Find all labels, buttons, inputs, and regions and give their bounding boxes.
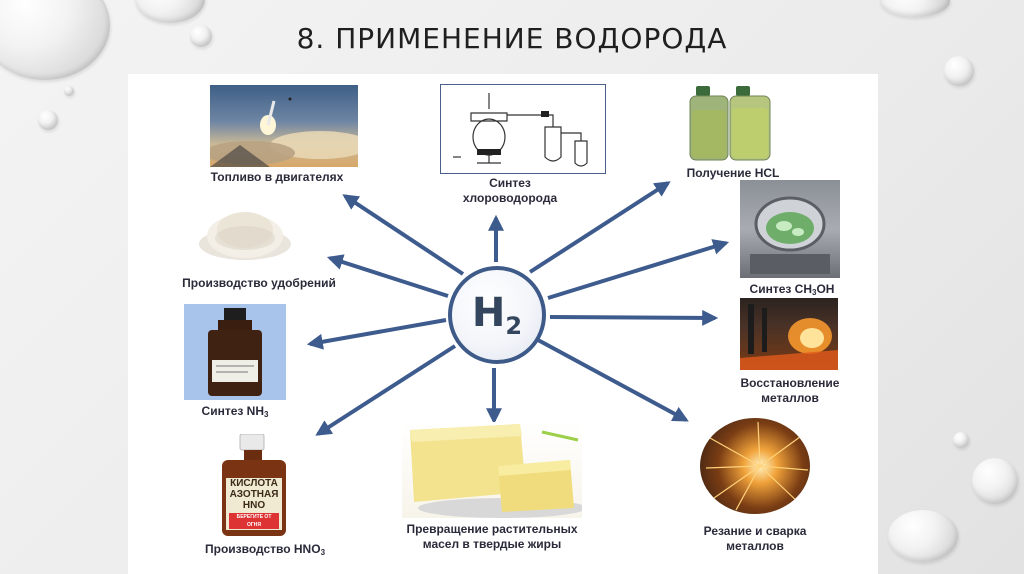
- water-drop: [64, 86, 74, 96]
- arrow-to-fuel: [342, 194, 465, 276]
- water-drop: [190, 25, 212, 47]
- arrow-to-ammonia: [306, 318, 447, 350]
- furnace-graphic: [740, 304, 838, 370]
- label-ammonia: Синтез NH3: [201, 404, 269, 419]
- methanol-reactor-image: [740, 180, 840, 278]
- page-title: 8. ПРИМЕНЕНИЕ ВОДОРОДА: [296, 22, 728, 55]
- hydrogen-hub: H2: [448, 266, 546, 364]
- butter-graphic: [410, 424, 582, 518]
- nitric-acid-bottle-image: КИСЛОТА АЗОТНАЯ HNO БЕРЕГИТЕ ОТ ОГНЯ: [218, 434, 292, 538]
- canisters-graphic: [689, 86, 771, 161]
- arrow-to-metal-reduction: [549, 309, 719, 326]
- arrow-to-hcl-production: [528, 181, 671, 274]
- arrow-to-nitric-acid: [315, 344, 457, 436]
- rocket-launch-graphic: [210, 97, 358, 167]
- water-drop: [972, 458, 1018, 504]
- water-drop: [888, 510, 958, 562]
- butter-image: [402, 422, 582, 518]
- nitric-bottle-label: КИСЛОТА АЗОТНАЯ HNO БЕРЕГИТЕ ОТ ОГНЯ: [226, 478, 282, 530]
- hydrogen-formula: H2: [471, 290, 523, 340]
- arrow-to-methanol: [547, 239, 730, 300]
- hcl-apparatus-image: [440, 84, 606, 174]
- sparks-graphic: [705, 421, 809, 511]
- label-hcl-production: Получение HCL: [686, 166, 780, 180]
- arrow-to-fertilizers: [326, 254, 449, 298]
- metal-furnace-image: [740, 298, 838, 370]
- welding-sparks-image: [700, 418, 810, 514]
- water-drop: [944, 56, 974, 86]
- ammonia-bottle-image: [184, 304, 286, 400]
- reactor-graphic: [750, 196, 830, 274]
- label-nitric-acid: Производство HNO3: [204, 542, 326, 557]
- granules-graphic: [199, 212, 291, 260]
- water-drop: [953, 432, 969, 448]
- label-methanol: Синтез CH3OH: [749, 282, 835, 297]
- acid-canisters-image: [688, 84, 776, 162]
- label-fertilizers: Производство удобрений: [182, 276, 336, 290]
- lab-apparatus-graphic: [453, 93, 588, 167]
- arrow-to-welding: [537, 338, 689, 422]
- label-fuel: Топливо в двигателях: [210, 170, 344, 184]
- rocket-launch-image: [210, 85, 358, 167]
- ammonia-bottle-graphic: [208, 308, 262, 396]
- water-drop: [880, 0, 950, 17]
- water-drop: [38, 110, 58, 130]
- water-drop: [135, 0, 205, 23]
- fertilizer-granules-image: [196, 196, 294, 266]
